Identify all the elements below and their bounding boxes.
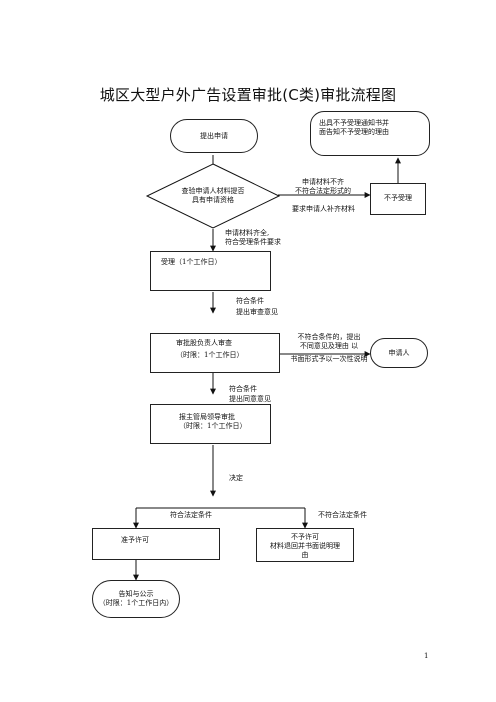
page-number: 1 (424, 652, 429, 660)
cond1-label: 符合条件 提出审查意见 (236, 297, 278, 317)
announce-node: 告知与公示 （时限：1个工作日内） (92, 580, 180, 618)
applicant-node: 申请人 (370, 338, 428, 368)
complete-label: 申请材料齐全, 符合受理条件要求 (225, 229, 281, 247)
cond2-line-2: 提出同意意见 (229, 395, 271, 403)
illegal-label: 不符合法定条件 (318, 511, 367, 519)
notice-node: 出具不予受理通知书并 面告知不予受理的理由 (310, 111, 430, 156)
grant-node: 准予许可 (92, 528, 220, 560)
incomplete-line-2: 不符合法定形式的 (295, 187, 351, 195)
check-diamond (145, 163, 281, 229)
check-node-label: 查验申请人材料提否 具有申请资格 (166, 187, 260, 205)
approve-line-2: （时限：1个工作日） (179, 422, 247, 430)
reject-node: 不予受理 (370, 183, 426, 215)
apply-node-label: 提出申请 (200, 132, 228, 140)
review-line-2: （时限：1个工作日） (176, 351, 244, 359)
applicant-node-label: 申请人 (388, 349, 410, 357)
notice-line-2: 面告知不予受理的理由 (319, 128, 389, 136)
noncond-label: 不符合条件的，提出 不同意见及理由 以 书面形式予以一次性说明 (282, 333, 376, 364)
cond2-line-1: 符合条件 (229, 385, 257, 393)
noncond-line-1: 不符合条件的，提出 (297, 333, 361, 341)
approve-line-1: 报主管局领导审批 (179, 413, 235, 421)
incomplete-label: 申请材料不齐 不符合法定形式的 (284, 178, 362, 196)
deny-line-3: 由 (301, 551, 309, 559)
accept-node-label: 受理（1个工作日） (161, 258, 222, 266)
deny-line-2: 材料退回并书面说明理 (270, 542, 340, 550)
grant-node-label: 准予许可 (121, 536, 149, 544)
cond1-line-2: 提出审查意见 (236, 308, 278, 316)
complete-line-2: 符合受理条件要求 (225, 238, 281, 246)
accept-node: 受理（1个工作日） (150, 251, 271, 291)
review-node: 审批股负责人审查 （时限：1个工作日） (150, 333, 280, 373)
announce-line-1: 告知与公示 (118, 590, 154, 598)
apply-node: 提出申请 (170, 119, 258, 153)
approve-node: 报主管局领导审批 （时限：1个工作日） (150, 404, 271, 444)
review-line-1: 审批股负责人审查 (176, 339, 232, 347)
deny-line-1: 不予许可 (291, 533, 319, 541)
noncond-line-3: 书面形式予以一次性说明 (290, 355, 368, 363)
check-line-2: 具有申请资格 (192, 196, 234, 204)
announce-line-2: （时限：1个工作日内） (98, 599, 174, 607)
incomplete-line-1: 申请材料不齐 (302, 178, 344, 186)
legal-label: 符合法定条件 (170, 511, 212, 519)
check-line-1: 查验申请人材料提否 (181, 187, 245, 195)
cond2-label: 符合条件 提出同意意见 (229, 385, 271, 404)
cond1-line-1: 符合条件 (236, 297, 264, 305)
decide-label: 决定 (229, 474, 243, 482)
deny-node: 不予许可 材料退回并书面说明理 由 (256, 528, 354, 562)
notice-line-1: 出具不予受理通知书并 (319, 119, 389, 127)
page-title: 城区大型户外广告设置审批(C类)审批流程图 (99, 86, 397, 104)
noncond-line-2: 不同意见及理由 以 (299, 342, 359, 350)
complete-line-1: 申请材料齐全, (225, 229, 270, 237)
reject-node-label: 不予受理 (384, 194, 412, 202)
supplement-label: 要求申请人补齐材料 (292, 205, 355, 213)
